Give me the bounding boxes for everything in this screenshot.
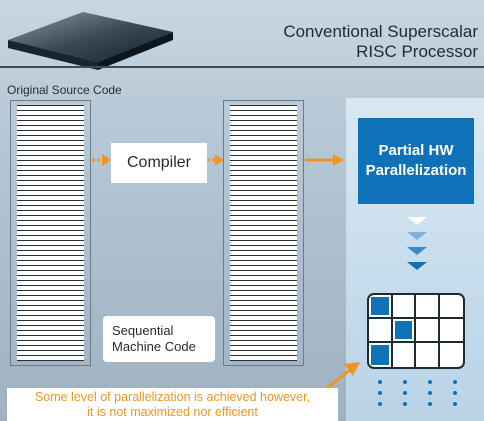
grid-cell [369,319,393,343]
divider [0,66,484,68]
grid-cell [369,343,393,367]
source-code-label: Original Source Code [7,83,122,97]
grid-cell [439,295,463,319]
grid-cell [392,295,416,319]
compiler-box: Compiler [111,143,207,183]
grid-cell [392,319,416,343]
grid-cell [439,319,463,343]
grid-cell [416,319,440,343]
partial-hw-parallelization-box: Partial HW Parallelization [358,118,474,204]
page-title: Conventional Superscalar RISC Processor [283,22,478,61]
machine-code-document [223,100,304,366]
execution-unit-grid [367,293,465,369]
grid-cell [369,295,393,319]
processor-chip-image [8,12,173,70]
arrow-source-to-compiler [92,154,111,166]
continuation-dots [378,380,457,406]
grid-cell [393,343,416,367]
parallelization-note: Some level of parallelization is achieve… [7,388,338,421]
arrow-machine-code-to-hw [305,154,344,166]
down-arrows-icon [407,217,427,270]
grid-cell [416,295,440,319]
source-code-document [10,100,91,366]
grid-cell [416,343,440,367]
arrow-compiler-to-machine-code [207,154,224,166]
grid-cell [440,343,464,367]
sequential-machine-code-label: Sequential Machine Code [103,316,215,362]
